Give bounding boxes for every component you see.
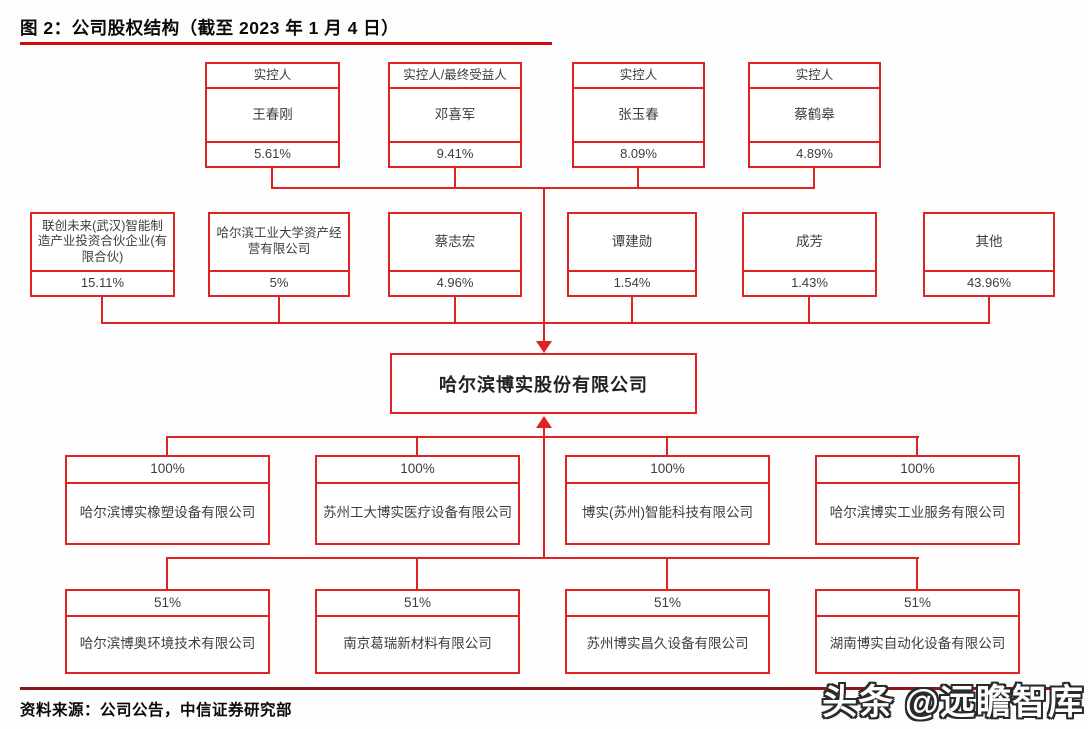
- connector-sub100-1: [166, 436, 168, 457]
- shareholder-box-others: 其他 43.96%: [923, 212, 1055, 297]
- subsidiary-pct: 100%: [317, 457, 518, 484]
- subsidiary-name: 哈尔滨博奥环境技术有限公司: [79, 636, 256, 652]
- subsidiary-name: 苏州博实昌久设备有限公司: [586, 636, 749, 652]
- subsidiary-pct: 100%: [67, 457, 268, 484]
- connector-center-up: [543, 426, 545, 559]
- connector-shareholders-bus: [101, 322, 990, 324]
- connector-controller-1: [271, 166, 273, 189]
- connector-sub51-3: [666, 557, 668, 589]
- subsidiary51-box-3: 51% 苏州博实昌久设备有限公司: [565, 589, 770, 674]
- connector-controller-2: [454, 166, 456, 189]
- figure-title: 图 2：公司股权结构（截至 2023 年 1 月 4 日）: [20, 18, 400, 38]
- footer-divider: [20, 687, 1068, 690]
- connector-controller-3: [637, 166, 639, 189]
- connector-shareholder-5: [808, 295, 810, 324]
- connector-subsidiaries100-bus: [166, 436, 919, 438]
- parent-company-box: 哈尔滨博实股份有限公司: [390, 353, 697, 414]
- subsidiary100-box-2: 100% 苏州工大博实医疗设备有限公司: [315, 455, 520, 545]
- shareholder-name: 联创未来(武汉)智能制造产业投资合伙企业(有限合伙): [37, 218, 168, 264]
- subsidiary-pct: 51%: [567, 591, 768, 617]
- connector-sub51-1: [166, 557, 168, 589]
- shareholder-name: 其他: [975, 233, 1003, 249]
- controller-box-caihegao: 实控人 蔡鹤皋 4.89%: [748, 62, 881, 168]
- arrow-into-company-bottom: [536, 416, 552, 428]
- connector-center-down: [543, 187, 545, 342]
- connector-shareholder-3: [454, 295, 456, 324]
- controller-pct: 9.41%: [390, 141, 520, 166]
- controller-name: 王春刚: [252, 106, 293, 122]
- shareholder-box-chengfang: 成芳 1.43%: [742, 212, 877, 297]
- subsidiary-pct: 51%: [817, 591, 1018, 617]
- arrow-into-company-top: [536, 341, 552, 353]
- controller-role: 实控人: [574, 64, 703, 89]
- connector-sub100-3: [666, 436, 668, 457]
- controller-role: 实控人/最终受益人: [390, 64, 520, 89]
- controller-box-dengxijun: 实控人/最终受益人 邓喜军 9.41%: [388, 62, 522, 168]
- connector-shareholder-6: [988, 295, 990, 324]
- controller-name: 邓喜军: [434, 106, 476, 122]
- subsidiary100-box-1: 100% 哈尔滨博实橡塑设备有限公司: [65, 455, 270, 545]
- shareholder-pct: 5%: [210, 270, 348, 295]
- connector-shareholder-1: [101, 295, 103, 324]
- connector-sub100-2: [416, 436, 418, 457]
- title-underline: [20, 42, 552, 45]
- controller-role: 实控人: [207, 64, 338, 89]
- shareholder-pct: 15.11%: [32, 270, 173, 295]
- shareholder-pct: 4.96%: [390, 270, 520, 295]
- controller-name: 蔡鹤皋: [794, 106, 835, 122]
- controller-name: 张玉春: [618, 106, 659, 122]
- controller-pct: 8.09%: [574, 141, 703, 166]
- shareholder-pct: 1.54%: [569, 270, 695, 295]
- subsidiary-name: 苏州工大博实医疗设备有限公司: [323, 505, 512, 521]
- shareholder-name: 谭建勋: [611, 233, 653, 249]
- subsidiary-name: 哈尔滨博实橡塑设备有限公司: [79, 505, 256, 521]
- controller-box-zhangyuchun: 实控人 张玉春 8.09%: [572, 62, 705, 168]
- subsidiary-name: 湖南博实自动化设备有限公司: [829, 636, 1006, 652]
- controller-box-wangchungang: 实控人 王春刚 5.61%: [205, 62, 340, 168]
- shareholder-name: 哈尔滨工业大学资产经营有限公司: [216, 226, 342, 256]
- connector-shareholder-4: [631, 295, 633, 324]
- subsidiary-pct: 100%: [817, 457, 1018, 484]
- connector-controller-4: [813, 166, 815, 189]
- subsidiary-pct: 51%: [67, 591, 268, 617]
- controller-pct: 4.89%: [750, 141, 879, 166]
- shareholder-pct: 43.96%: [925, 270, 1053, 295]
- subsidiary-name: 哈尔滨博实工业服务有限公司: [829, 505, 1006, 521]
- connector-sub51-4: [916, 557, 918, 589]
- connector-subsidiaries51-bus: [166, 557, 919, 559]
- shareholder-name: 蔡志宏: [434, 233, 476, 249]
- subsidiary51-box-2: 51% 南京葛瑞新材料有限公司: [315, 589, 520, 674]
- shareholder-box-caizhihong: 蔡志宏 4.96%: [388, 212, 522, 297]
- subsidiary-pct: 100%: [567, 457, 768, 484]
- subsidiary100-box-4: 100% 哈尔滨博实工业服务有限公司: [815, 455, 1020, 545]
- controller-role: 实控人: [750, 64, 879, 89]
- subsidiary-pct: 51%: [317, 591, 518, 617]
- shareholder-box-hitassets: 哈尔滨工业大学资产经营有限公司 5%: [208, 212, 350, 297]
- subsidiary100-box-3: 100% 博实(苏州)智能科技有限公司: [565, 455, 770, 545]
- shareholder-name: 成芳: [796, 233, 823, 249]
- subsidiary-name: 博实(苏州)智能科技有限公司: [582, 505, 753, 521]
- source-note: 资料来源：公司公告，中信证券研究部: [20, 702, 293, 719]
- connector-sub51-2: [416, 557, 418, 589]
- connector-sub100-4: [916, 436, 918, 457]
- shareholder-box-lianchuang: 联创未来(武汉)智能制造产业投资合伙企业(有限合伙) 15.11%: [30, 212, 175, 297]
- subsidiary51-box-1: 51% 哈尔滨博奥环境技术有限公司: [65, 589, 270, 674]
- shareholder-box-tanjianxun: 谭建勋 1.54%: [567, 212, 697, 297]
- subsidiary-name: 南京葛瑞新材料有限公司: [343, 636, 492, 652]
- controller-pct: 5.61%: [207, 141, 338, 166]
- watermark-yuanzhan-zhiku: 头条 @远瞻智库: [822, 683, 1084, 722]
- subsidiary51-box-4: 51% 湖南博实自动化设备有限公司: [815, 589, 1020, 674]
- connector-shareholder-2: [278, 295, 280, 324]
- shareholder-pct: 1.43%: [744, 270, 875, 295]
